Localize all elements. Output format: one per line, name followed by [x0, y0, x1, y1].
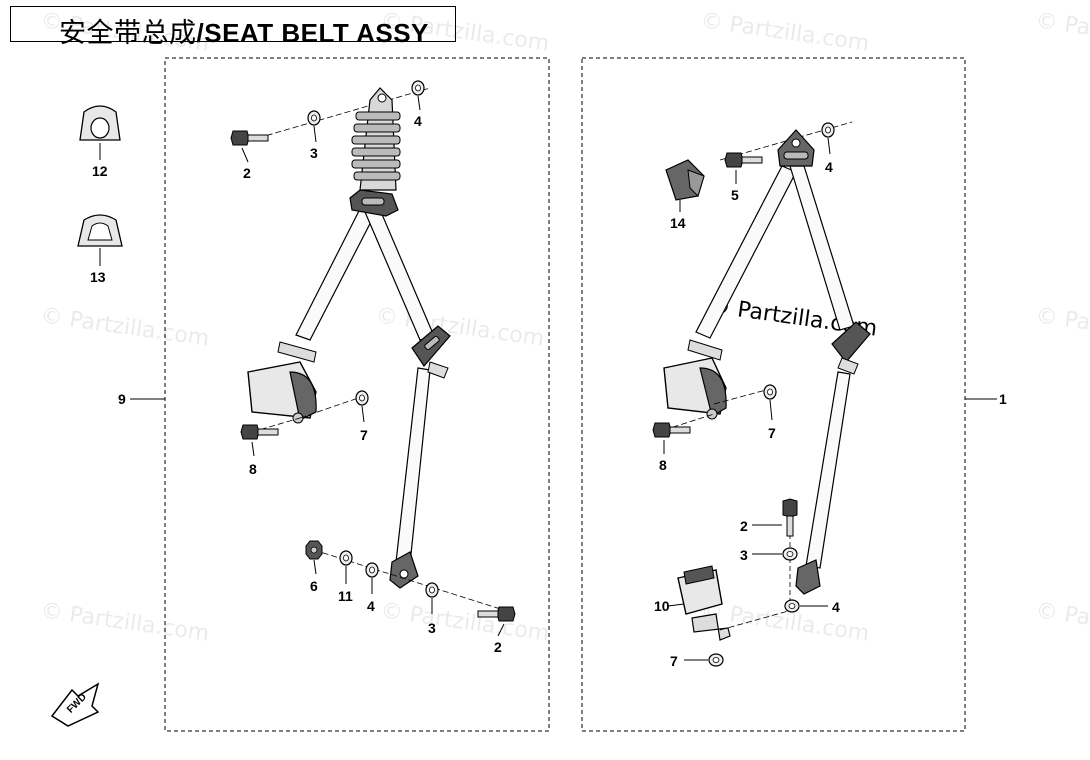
- cover-cap-14: [665, 159, 705, 201]
- right-bolt-8: [652, 422, 691, 438]
- left-washer-4-bottom: [365, 562, 379, 578]
- callout-2-left-top: 2: [243, 165, 251, 181]
- callout-4-left-bottom: 4: [367, 598, 375, 614]
- left-washer-3-top: [307, 110, 321, 126]
- right-washer-3: [782, 547, 798, 561]
- right-washer-4-top: [821, 122, 835, 138]
- left-bolt-8: [240, 424, 279, 440]
- callout-12: 12: [92, 163, 108, 179]
- callout-10-right: 10: [654, 598, 670, 614]
- left-bolt-2-bottom: [477, 606, 516, 622]
- fwd-arrow-icon: FWD: [50, 682, 100, 727]
- right-seat-belt-assembly: [663, 121, 871, 641]
- left-seat-belt-assembly: [247, 87, 511, 613]
- callout-2-right: 2: [740, 518, 748, 534]
- right-bolt-5: [724, 152, 763, 168]
- callout-13: 13: [90, 269, 106, 285]
- callout-6-left: 6: [310, 578, 318, 594]
- right-washer-7-top: [763, 384, 777, 400]
- left-washer-3-bottom: [425, 582, 439, 598]
- callout-4-right-bottom: 4: [832, 599, 840, 615]
- callout-7-left: 7: [360, 427, 368, 443]
- callout-2-left-bottom: 2: [494, 639, 502, 655]
- left-nut-6: [305, 540, 323, 560]
- callout-3-left-top: 3: [310, 145, 318, 161]
- right-washer-7-bottom: [708, 653, 724, 667]
- callout-3-left-bottom: 3: [428, 620, 436, 636]
- right-assembly-panel: [581, 57, 966, 732]
- diagram-title: 安全带总成/SEAT BELT ASSY: [59, 11, 429, 50]
- callout-7-right-bottom: 7: [670, 653, 678, 669]
- title-chinese: 安全带总成: [59, 18, 197, 49]
- right-washer-4-bottom: [784, 599, 800, 613]
- callout-3-right: 3: [740, 547, 748, 563]
- callout-4-right-top: 4: [825, 159, 833, 175]
- callout-8-left: 8: [249, 461, 257, 477]
- title-english: /SEAT BELT ASSY: [196, 18, 429, 48]
- diagram-title-box: 安全带总成/SEAT BELT ASSY: [10, 6, 456, 49]
- left-bolt-2-top: [230, 130, 269, 146]
- cover-cap-13: [77, 214, 123, 266]
- callout-8-right: 8: [659, 457, 667, 473]
- left-washer-4-top: [411, 80, 425, 96]
- left-washer-7: [355, 390, 369, 406]
- callout-4-left-top: 4: [414, 113, 422, 129]
- callout-5-right: 5: [731, 187, 739, 203]
- right-bolt-2: [782, 498, 798, 537]
- callout-1: 1: [999, 391, 1007, 407]
- left-washer-11: [339, 550, 353, 566]
- callout-14-right: 14: [670, 215, 686, 231]
- left-assembly-panel: [164, 57, 550, 732]
- cover-cap-12: [79, 105, 121, 160]
- callout-11-left: 11: [338, 588, 353, 604]
- callout-7-right-top: 7: [768, 425, 776, 441]
- callout-9: 9: [118, 391, 126, 407]
